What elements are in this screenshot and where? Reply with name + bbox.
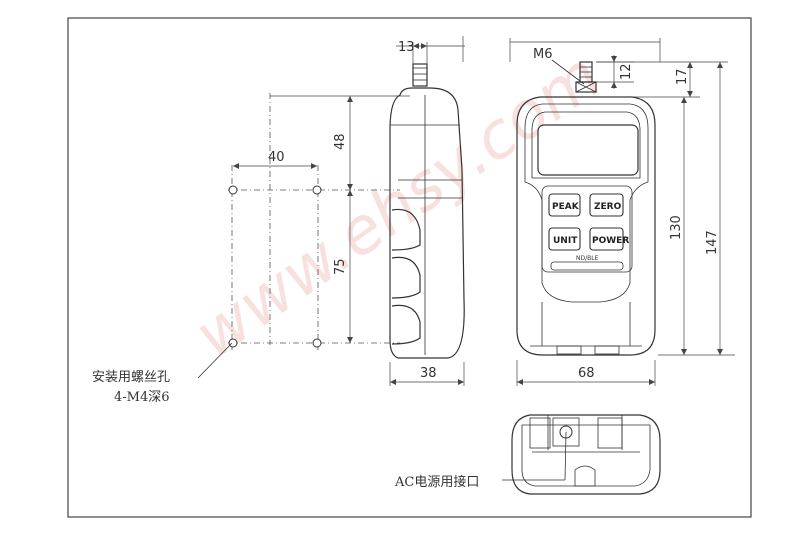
small-key-label: ND/BLE	[576, 255, 599, 262]
mount-hole	[228, 185, 238, 195]
mount-hole	[312, 185, 322, 195]
dim-thread-size: M6	[533, 47, 553, 62]
dim-thread-length: 13	[398, 40, 415, 55]
note-mount-holes-1: 安装用螺丝孔	[92, 370, 170, 385]
mounting-hole-pattern: 40 48 75 安装用螺丝孔 4-M4深6	[92, 93, 410, 405]
zero-label: ZERO	[594, 202, 622, 212]
dim-hole-horizontal: 40	[268, 150, 285, 165]
dim-front-width: 68	[578, 366, 595, 381]
drawing-frame	[67, 17, 752, 518]
note-ac-port: AC电源用接口	[394, 474, 479, 490]
front-view: PEAK ZERO UNIT POWER ND/BLE M6 12 17	[509, 38, 735, 386]
peak-label: PEAK	[552, 202, 580, 212]
peak-button[interactable]	[548, 193, 581, 217]
dim-hole-vertical-2: 75	[333, 258, 348, 275]
side-view: 13 38	[389, 36, 465, 386]
dim-top-offset: 17	[675, 68, 690, 85]
dim-thread-gap: 12	[619, 63, 634, 80]
dim-body-height: 130	[669, 215, 684, 240]
unit-label: UNIT	[553, 236, 578, 246]
mount-hole	[312, 338, 322, 348]
mount-hole	[228, 338, 238, 348]
zero-button[interactable]	[589, 193, 624, 217]
display-window	[537, 124, 639, 176]
dim-side-width: 38	[420, 366, 437, 381]
power-button[interactable]	[589, 227, 624, 251]
dim-hole-vertical-1: 48	[333, 133, 348, 150]
bottom-view: AC电源用接口	[394, 414, 661, 495]
unit-button[interactable]	[548, 227, 581, 251]
dim-overall-height: 147	[705, 230, 720, 255]
power-label: POWER	[592, 236, 629, 246]
note-mount-holes-2: 4-M4深6	[114, 390, 170, 405]
